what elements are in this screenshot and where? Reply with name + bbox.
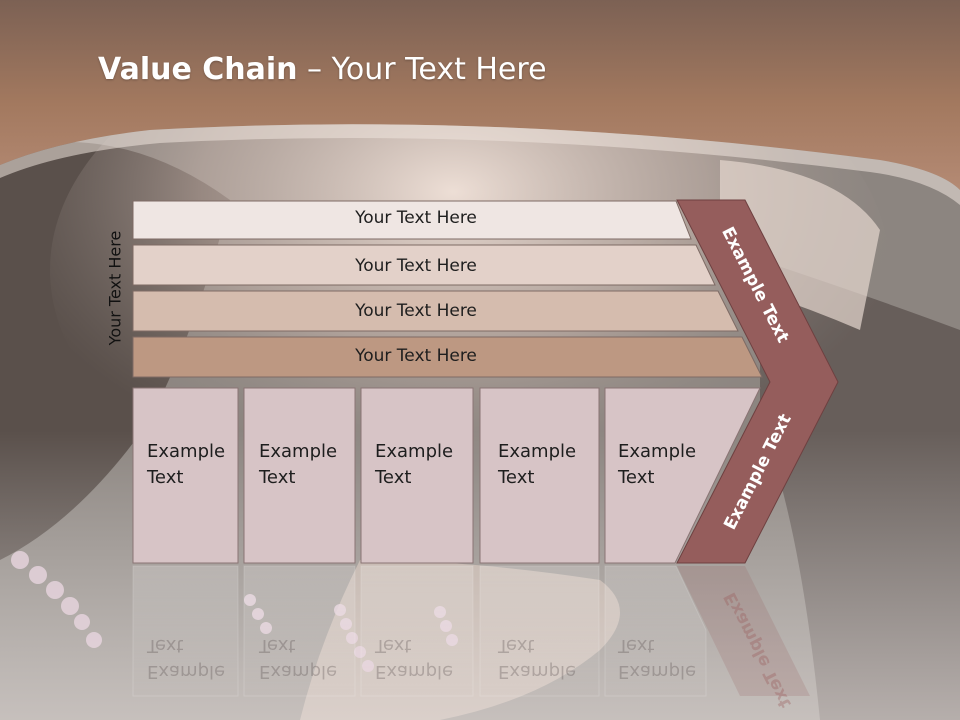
box-1-reflection-line2: Text [147,635,184,656]
box-1 [132,387,239,564]
box-4-line2: Text [498,467,535,488]
box-2-reflection: Example Text [259,632,337,684]
box-text-2: Example Text [259,439,337,491]
slide-title: Value Chain – Your Text Here [98,52,547,87]
box-1-reflection-line1: Example [147,661,226,682]
box-5-reflection-line1: Example [618,661,697,682]
box-2-reflection-line2: Text [259,635,296,656]
box-text-4: Example Text [498,439,576,491]
box-2 [243,387,356,564]
box-4-line1: Example [498,441,577,462]
row-label-4: Your Text Here [355,346,477,366]
box-3 [360,387,474,564]
box-text-1: Example Text [147,439,225,491]
box-5-reflection-line2: Text [618,635,655,656]
row-label-3: Your Text Here [355,301,477,321]
box-2-reflection-line1: Example [259,661,338,682]
box-3-reflection-line1: Example [375,661,454,682]
box-2-line2: Text [259,467,296,488]
box-3-line2: Text [375,467,412,488]
box-5-reflection: Example Text [618,632,696,684]
box-4-reflection-line2: Text [498,635,535,656]
row-label-2: Your Text Here [355,256,477,276]
box-3-line1: Example [375,441,454,462]
row-bar-1 [132,200,692,240]
row-bar-3 [132,290,739,332]
box-5-line2: Text [618,467,655,488]
box-5 [604,387,761,564]
title-bold: Value Chain [98,52,298,87]
box-5-line1: Example [618,441,697,462]
box-3-reflection-line2: Text [375,635,412,656]
box-text-3: Example Text [375,439,453,491]
row-bar-4 [132,336,763,378]
row-bar-2 [132,244,716,286]
row-label-1: Your Text Here [355,208,477,228]
box-1-line1: Example [147,441,226,462]
box-3-reflection: Example Text [375,632,453,684]
box-4 [479,387,600,564]
box-2-line1: Example [259,441,338,462]
box-text-5: Example Text [618,439,696,491]
chevron-arrow [676,199,839,564]
box-4-reflection-line1: Example [498,661,577,682]
box-1-reflection: Example Text [147,632,225,684]
box-1-line2: Text [147,467,184,488]
title-rest: – Your Text Here [297,52,547,87]
box-4-reflection: Example Text [498,632,576,684]
